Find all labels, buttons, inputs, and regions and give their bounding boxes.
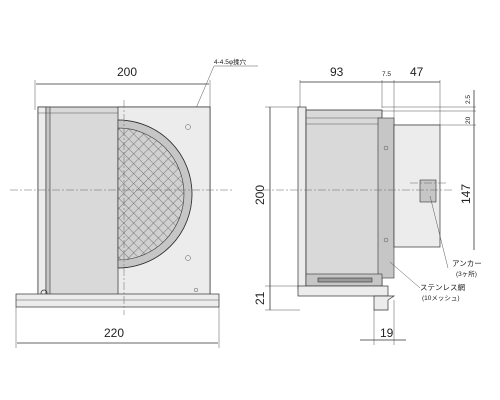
- mesh-label: ステンレス網: [420, 282, 465, 292]
- side-view: 93 7.5 47 2.5 20 147 200 21: [253, 65, 482, 345]
- anchor: [419, 179, 437, 203]
- grille-mesh: [117, 127, 185, 261]
- dim-depth: 93: [330, 65, 344, 79]
- grille-face: [377, 117, 395, 279]
- grille-outline: [117, 119, 193, 269]
- screw-hole-icon: [185, 124, 191, 130]
- left-frame-edge: [45, 106, 51, 302]
- left-frame: [37, 106, 47, 302]
- dim-top-offset: 20: [465, 116, 472, 124]
- mesh-sub: (10メッシュ): [422, 295, 460, 302]
- anchor-sub: (3ヶ所): [456, 269, 477, 278]
- screw-icon: [383, 145, 389, 151]
- screw-hole-icon: [185, 255, 191, 261]
- dim-bottom-hook: 19: [380, 326, 394, 340]
- leader-line: [429, 195, 449, 269]
- dim-base: 21: [253, 291, 267, 305]
- dim-center: 147: [459, 184, 473, 204]
- side-body: [305, 109, 383, 287]
- dim-height: 200: [253, 185, 267, 205]
- dim-gap: 7.5: [382, 71, 391, 78]
- bottom-hook: [373, 295, 396, 311]
- dim-width-top: 200: [117, 65, 137, 79]
- hole-label: 4-4.5φ揉穴: [214, 57, 247, 66]
- dim-top-small: 2.5: [465, 95, 472, 104]
- dim-width-bottom: 220: [104, 326, 124, 340]
- front-base-plate: [15, 293, 220, 308]
- louvre-slot: [317, 277, 373, 283]
- screw-hole-icon: [193, 287, 199, 293]
- screw-icon: [383, 237, 389, 243]
- side-base: [297, 285, 389, 297]
- front-view: 200 4-4.5φ揉穴 220: [10, 57, 258, 348]
- leader-line: [389, 261, 421, 289]
- wall-flange: [297, 106, 307, 290]
- dim-hood: 47: [410, 65, 424, 79]
- anchor-label: アンカー: [452, 259, 482, 268]
